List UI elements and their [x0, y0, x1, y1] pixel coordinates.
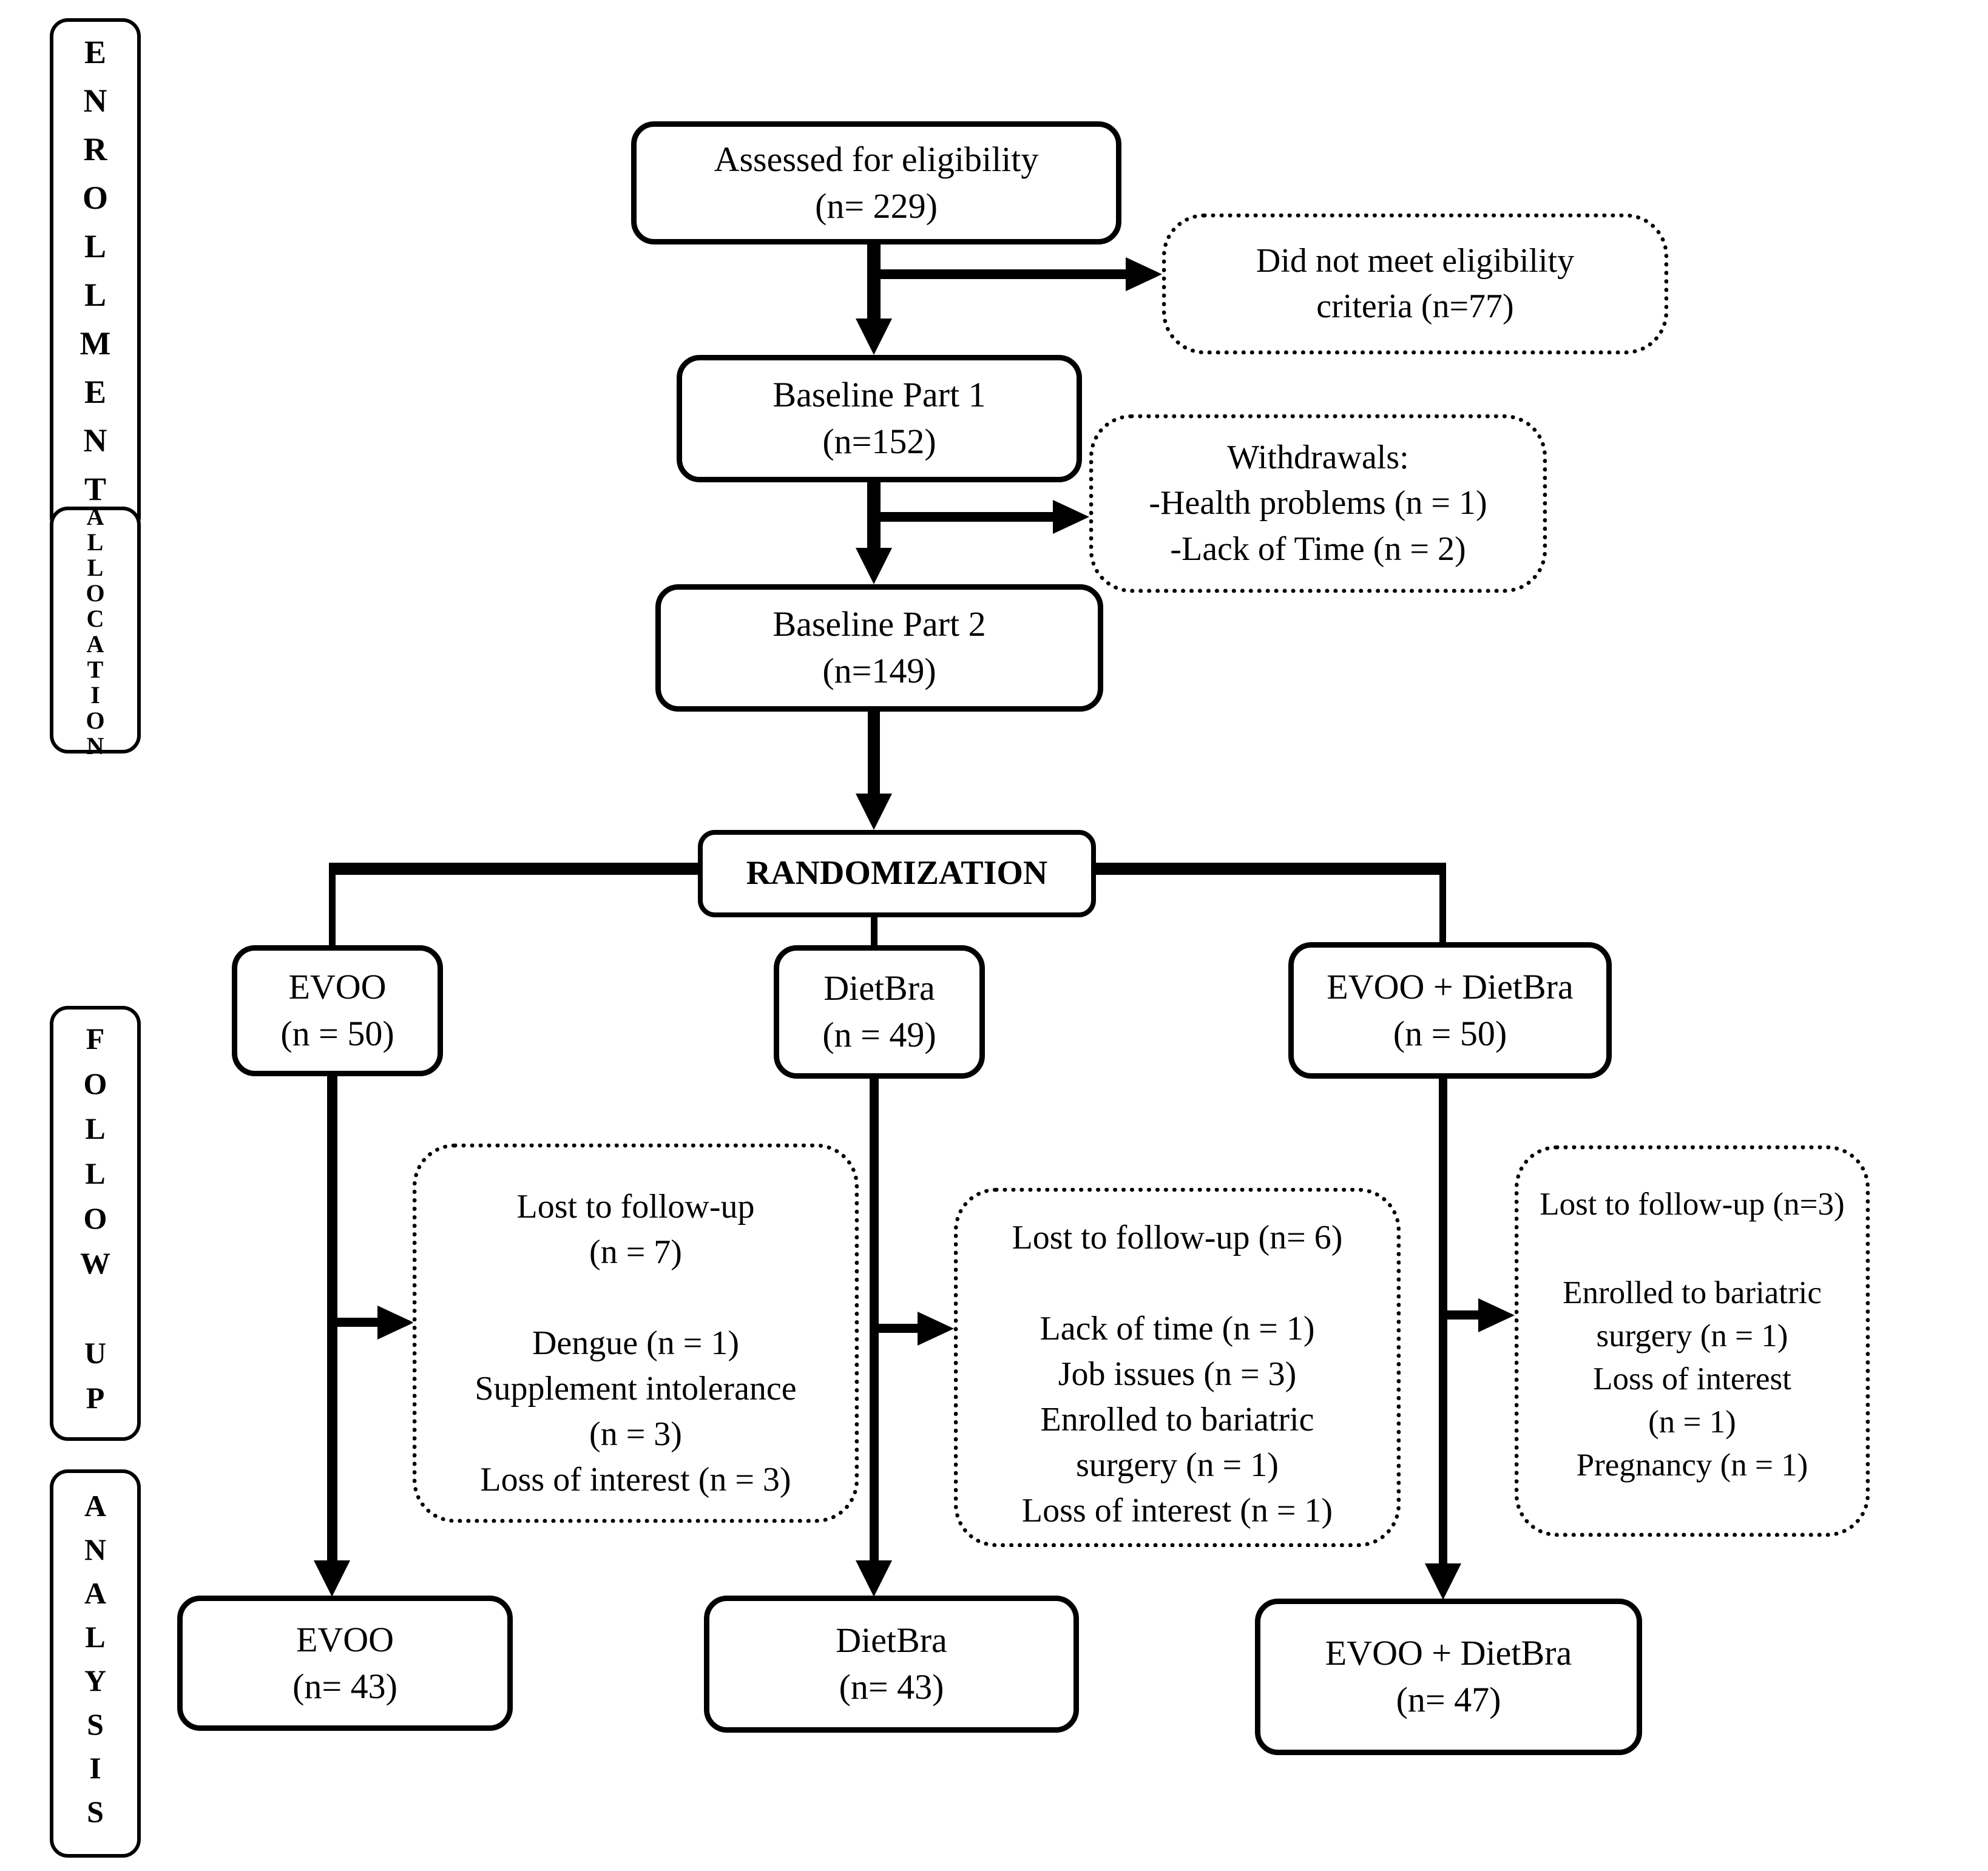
- box-line: -Lack of Time (n = 2): [1170, 530, 1466, 568]
- connector-branch-dietbra-followup: [874, 1324, 919, 1333]
- box-line: Baseline Part 1: [773, 375, 986, 415]
- connector-branch-evoo-dietbra-followup: [1443, 1310, 1479, 1320]
- box-line: RANDOMIZATION: [746, 854, 1048, 892]
- box-line: Enrolled to bariatric: [1040, 1401, 1314, 1439]
- down-arrowhead-icon: [314, 1560, 350, 1597]
- dietbra-lost-followup-box: Lost to follow-up (n= 6) Lack of time (n…: [954, 1188, 1401, 1547]
- connector-branch-not-eligible: [874, 269, 1126, 279]
- right-arrowhead-icon: [918, 1312, 954, 1346]
- evoo-dietbra-lost-followup-box: Lost to follow-up (n=3) Enrolled to bari…: [1515, 1145, 1870, 1537]
- dietbra-analysis-box: DietBra (n= 43): [704, 1596, 1079, 1733]
- box-line: (n= 47): [1396, 1680, 1501, 1719]
- box-line: Assessed for eligibility: [714, 139, 1039, 179]
- box-line: (n = 7): [589, 1233, 682, 1272]
- box-line: Dengue (n = 1): [532, 1324, 740, 1363]
- box-line: surgery (n = 1): [1076, 1446, 1279, 1485]
- dietbra-arm-box: DietBra (n = 49): [774, 945, 985, 1079]
- box-line: EVOO: [288, 967, 387, 1007]
- box-line: Loss of interest (n = 1): [1021, 1492, 1333, 1530]
- withdrawals-box: Withdrawals: -Health problems (n = 1) -L…: [1089, 414, 1547, 593]
- box-line: (n = 3): [589, 1415, 682, 1454]
- box-line: Loss of interest: [1593, 1361, 1791, 1397]
- box-line: Baseline Part 2: [773, 604, 986, 644]
- box-line: Loss of interest (n = 3): [480, 1461, 791, 1499]
- connector-evoo-to-analysis: [327, 1064, 337, 1560]
- box-line: (n= 229): [815, 186, 938, 226]
- box-line: Withdrawals:: [1227, 439, 1409, 477]
- connector-baseline2-to-randomization: [868, 700, 880, 795]
- box-line: Lost to follow-up (n= 6): [1012, 1219, 1343, 1256]
- box-line: EVOO + DietBra: [1325, 1633, 1572, 1673]
- connector-drop-dietbra-arm: [871, 906, 877, 945]
- down-arrowhead-icon: [856, 548, 892, 584]
- box-line: (n = 1): [1648, 1404, 1736, 1440]
- right-arrowhead-icon: [1478, 1298, 1515, 1332]
- box-line: (n= 43): [839, 1667, 944, 1707]
- box-line: (n = 49): [822, 1015, 936, 1054]
- box-line: Lost to follow-up (n=3): [1540, 1187, 1845, 1222]
- box-line: Lost to follow-up: [516, 1188, 755, 1225]
- connector-randomization-right: [1086, 863, 1445, 875]
- box-line: (n=149): [822, 651, 936, 690]
- box-line: Pregnancy (n = 1): [1576, 1448, 1808, 1483]
- box-line: Enrolled to bariatric: [1563, 1275, 1822, 1311]
- down-arrowhead-icon: [1425, 1563, 1461, 1600]
- evoo-dietbra-arm-box: EVOO + DietBra (n = 50): [1288, 942, 1612, 1079]
- down-arrowhead-icon: [856, 1560, 892, 1597]
- box-line: Lack of time (n = 1): [1040, 1310, 1315, 1348]
- right-arrowhead-icon: [1053, 500, 1089, 534]
- box-line: (n = 50): [280, 1014, 394, 1053]
- stage-label-enrollment: ENROLLMENT: [50, 18, 141, 535]
- evoo-analysis-box: EVOO (n= 43): [177, 1596, 513, 1731]
- right-arrowhead-icon: [377, 1306, 414, 1340]
- box-line: (n=152): [822, 422, 936, 461]
- connector-drop-evoo-arm: [329, 863, 336, 945]
- box-line: criteria (n=77): [1316, 288, 1514, 325]
- connector-dietbra-to-analysis: [870, 1067, 879, 1560]
- connector-randomization-left: [332, 863, 698, 875]
- assessed-for-eligibility-box: Assessed for eligibility (n= 229): [631, 121, 1121, 244]
- box-line: DietBra: [836, 1620, 947, 1660]
- stage-label-follow-up: FOLLOW UP: [50, 1006, 141, 1441]
- box-line: surgery (n = 1): [1596, 1318, 1788, 1354]
- stage-label-analysis: ANALYSIS: [50, 1469, 141, 1858]
- box-line: Supplement intolerance: [475, 1370, 797, 1408]
- box-line: Job issues (n = 3): [1058, 1355, 1297, 1394]
- box-line: Did not meet eligibility: [1256, 241, 1575, 280]
- box-line: -Health problems (n = 1): [1149, 484, 1487, 522]
- box-line: (n = 50): [1393, 1013, 1507, 1053]
- connector-branch-withdrawals: [874, 512, 1053, 522]
- box-line: EVOO: [296, 1619, 394, 1659]
- right-arrowhead-icon: [1126, 257, 1162, 291]
- box-line: DietBra: [823, 968, 935, 1008]
- baseline-part2-box: Baseline Part 2 (n=149): [655, 584, 1103, 712]
- evoo-arm-box: EVOO (n = 50): [232, 945, 443, 1076]
- connector-branch-evoo-followup: [332, 1318, 377, 1327]
- connector-drop-evoo-dietbra-arm: [1439, 863, 1446, 942]
- down-arrowhead-icon: [856, 794, 892, 830]
- stage-label-allocation: ALLOCATION: [50, 503, 141, 758]
- baseline-part1-box: Baseline Part 1 (n=152): [677, 355, 1082, 482]
- randomization-box: RANDOMIZATION: [698, 830, 1096, 917]
- box-line: EVOO + DietBra: [1327, 966, 1574, 1006]
- connector-baseline1-to-baseline2: [867, 470, 881, 552]
- not-eligible-box: Did not meet eligibility criteria (n=77): [1162, 214, 1668, 354]
- evoo-lost-followup-box: Lost to follow-up (n = 7) Dengue (n = 1)…: [413, 1144, 859, 1523]
- down-arrowhead-icon: [856, 319, 892, 355]
- box-line: (n= 43): [292, 1666, 397, 1706]
- evoo-dietbra-analysis-box: EVOO + DietBra (n= 47): [1255, 1599, 1642, 1755]
